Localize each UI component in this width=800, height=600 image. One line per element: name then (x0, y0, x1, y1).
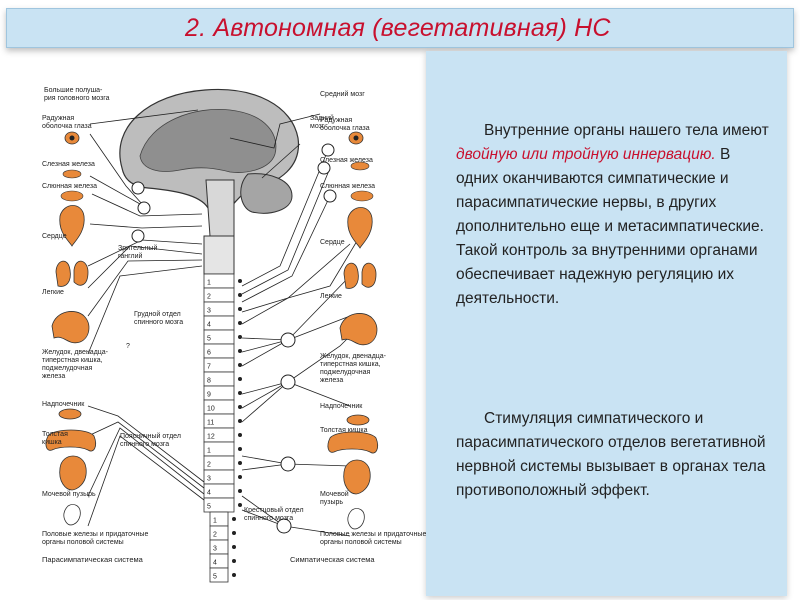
segment-dot (238, 489, 242, 493)
brain-inner (139, 108, 277, 173)
spinal-segment (209, 567, 229, 583)
spinal-segment-label: 5 (207, 336, 211, 343)
label-left-organ: Мочевой пузырь (42, 490, 96, 498)
spinal-segment-label: 3 (213, 546, 217, 553)
p1-text-before: Внутренние органы нашего тела имеют (484, 122, 769, 139)
label-right-organ: Легкие (320, 293, 342, 300)
segment-dot (238, 391, 242, 395)
parasympathetic-caption: Парасимпатическая система (42, 555, 144, 564)
right-organs (327, 131, 378, 530)
spinal-segment-label: 4 (207, 322, 211, 329)
p2-text: Стимуляция симпатического и парасимпатич… (456, 410, 766, 499)
label-right-organ: Слезная железа (320, 157, 373, 164)
text-panel: Внутренние органы нашего тела имеют двой… (426, 51, 787, 596)
spinal-segment-label: 2 (207, 462, 211, 469)
brain-stem (205, 179, 235, 237)
spinal-segment-label: 8 (207, 378, 211, 385)
spinal-segment-label: 1 (213, 518, 217, 525)
cerebellum (240, 173, 293, 214)
spinal-segment-label: 1 (207, 280, 211, 287)
spinal-segment-label: 10 (207, 406, 215, 413)
segment-dot (238, 321, 242, 325)
label-right-organ: Толстая кишка (320, 427, 368, 434)
segment-dot (232, 545, 236, 549)
label-right-organ: Сердце (320, 239, 345, 246)
label-question: ? (126, 343, 130, 350)
segment-dot (238, 335, 242, 339)
p1-highlight: двойную или тройную иннервацию. (456, 146, 716, 163)
sympathetic-caption: Симпатическая система (290, 555, 375, 564)
segment-dot (232, 517, 236, 521)
diagram-labels: Большие полуша-рия головного мозга Средни… (42, 87, 426, 564)
segment-dot (232, 573, 236, 577)
segment-dot (238, 475, 242, 479)
segment-dot (238, 419, 242, 423)
label-left-organ: Слезная железа (42, 161, 95, 168)
segment-dot (238, 363, 242, 367)
label-left-organ: Легкие (42, 289, 64, 296)
segment-dot (238, 433, 242, 437)
spinal-segment-label: 4 (207, 490, 211, 497)
segment-dot (238, 447, 242, 451)
segment-dot (238, 307, 242, 311)
spinal-segment-label: 5 (213, 574, 217, 581)
label-left-organ: Желудок, двенадца-типерстная кишка,подже… (42, 349, 109, 380)
spinal-segment-label: 11 (207, 420, 214, 427)
spinal-segment-label: 2 (207, 294, 211, 301)
spinal-segment-label: 7 (207, 364, 211, 371)
label-cerebral-hemispheres: Большие полуша-рия головного мозга (44, 87, 110, 102)
left-organs (45, 131, 96, 526)
segment-dot (238, 279, 242, 283)
title-bar: 2. Автономная (вегетативная) НС (6, 8, 794, 48)
paragraph-innervation: Внутренние органы нашего тела имеют двой… (456, 119, 776, 311)
segment-dot (232, 559, 236, 563)
label-midbrain: Средний мозг (320, 90, 365, 98)
ganglia (131, 143, 337, 534)
segment-dot (238, 503, 242, 507)
spinal-segment-label: 4 (213, 560, 217, 567)
label-left-organ: Сердце (42, 233, 67, 240)
segment-dot (238, 405, 242, 409)
segment-dot (238, 377, 242, 381)
spinal-segment-label: 6 (207, 350, 211, 357)
label-left-organ: Слюнная железа (42, 183, 97, 190)
segment-dot (238, 293, 242, 297)
p1-text-after: В одних оканчиваются симпатические и пар… (456, 146, 764, 307)
label-right-organ: Желудок, двенадца-типерстная кишка,подже… (320, 353, 387, 384)
spinal-segment-label: 9 (207, 392, 211, 399)
spinal-segment-label: 5 (207, 504, 211, 511)
spinal-segment-label: 12 (207, 434, 215, 441)
segment-dot (238, 461, 242, 465)
label-left-organ: Надпочечник (42, 401, 85, 408)
spinal-segment-label: 3 (207, 308, 211, 315)
segment-dot (232, 531, 236, 535)
slide-title: 2. Автономная (вегетативная) НС (185, 14, 611, 42)
spinal-segment-label: 2 (213, 532, 217, 539)
spinal-segment-label: 1 (207, 448, 211, 455)
paragraph-stimulation: Стимуляция симпатического и парасимпатич… (456, 407, 776, 503)
spinal-segment-label: 3 (207, 476, 211, 483)
label-right-organ: Слюнная железа (320, 183, 375, 190)
segment-dot (238, 349, 242, 353)
label-right-organ: Надпочечник (320, 403, 363, 410)
spinal-cord-upper (203, 235, 235, 275)
